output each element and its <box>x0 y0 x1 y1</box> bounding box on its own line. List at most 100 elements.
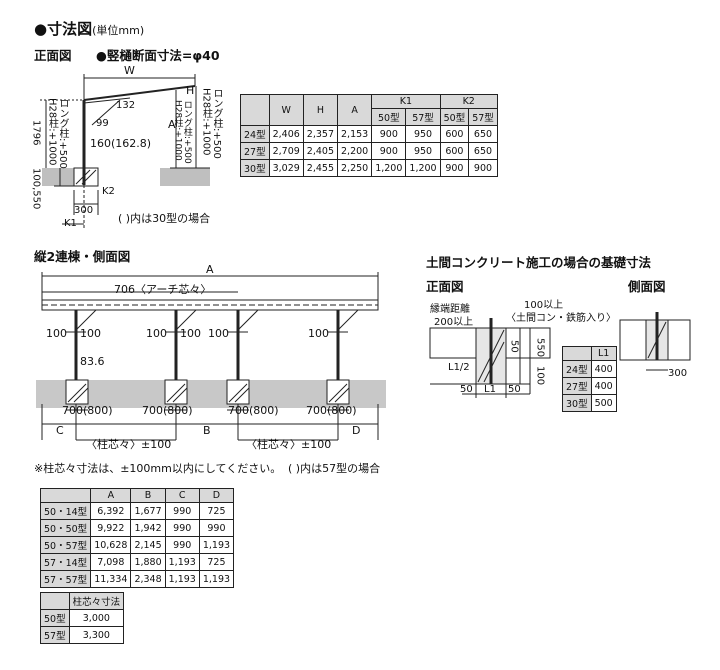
dim-100: 100 <box>80 327 101 340</box>
th-empty <box>562 346 592 361</box>
cell: 1,200 <box>405 159 441 177</box>
cell: 990 <box>164 536 200 554</box>
cell: 400 <box>590 377 617 395</box>
left-pillar-note: ロング柱:+500 H28柱:+1000 <box>46 98 69 169</box>
cell: 725 <box>198 553 235 571</box>
cell: 3,029 <box>268 159 304 177</box>
ground-right <box>160 168 210 186</box>
cell: 9,922 <box>90 519 132 537</box>
foundation-block <box>73 167 99 187</box>
cell: 57・14型 <box>39 553 92 571</box>
dim-50b: 50 <box>460 384 473 395</box>
cell: 725 <box>198 502 235 520</box>
cell: 11,334 <box>90 570 132 588</box>
dim-A: A <box>168 118 176 131</box>
th-sub: 50型 <box>371 108 407 126</box>
dim-H: H <box>186 84 195 97</box>
dim-700: 700(800) <box>62 404 113 417</box>
page-title: ●寸法図(単位mm) <box>34 18 144 39</box>
foundation-side-label: 側面図 <box>628 279 666 294</box>
dim-K1: K1 <box>64 218 77 229</box>
th-B: B <box>130 488 166 503</box>
th-empty <box>39 488 92 503</box>
cell: 1,193 <box>198 536 235 554</box>
cell: 990 <box>164 502 200 520</box>
pitch-note: ※柱芯々寸法は、±100mm以内にしてください。 <box>34 462 282 475</box>
pitch-dim-1: 〈柱芯々〉±100 <box>86 438 172 451</box>
dim-50: 50 <box>508 340 520 353</box>
cell: 50型 <box>40 609 70 627</box>
cell: 1,880 <box>130 553 166 571</box>
cell: 27型 <box>562 377 592 395</box>
dim-50c: 50 <box>508 384 521 395</box>
th-L1: L1 <box>590 346 617 361</box>
edge-distance: 縁端距離 <box>430 304 470 315</box>
cell: 24型 <box>562 360 592 378</box>
cell: 1,677 <box>130 502 166 520</box>
foundation-title: 土間コンクリート施工の場合の基礎寸法 <box>426 255 652 270</box>
dim-W: W <box>124 64 135 77</box>
cell: 1,193 <box>164 553 200 571</box>
note-30: ( )内は30型の場合 <box>118 212 211 225</box>
cell: 57・57型 <box>39 570 92 588</box>
dim-1796: 1796 <box>30 120 42 146</box>
edge-min: 200以上 <box>434 317 474 328</box>
cell: 900 <box>439 159 470 177</box>
side-view-label: 縦2連棟・側面図 <box>34 249 131 264</box>
cell: 50・14型 <box>39 502 92 520</box>
pillar-section-note: ●竪樋断面寸法=φ40 <box>96 48 220 63</box>
side-dim-A: A <box>206 263 214 276</box>
cell: 500 <box>590 394 617 412</box>
th-C: C <box>164 488 200 503</box>
dim-100-550: 100,550 <box>30 168 42 210</box>
cell: 6,392 <box>90 502 132 520</box>
brace <box>91 99 121 126</box>
cell: 1,200 <box>371 159 407 177</box>
cell: 1,193 <box>198 570 235 588</box>
min100-note: 〈土間コン・鉄筋入り〉 <box>506 313 616 324</box>
cell: 57型 <box>40 626 70 644</box>
cell: 50・57型 <box>39 536 92 554</box>
dim-160: 160(162.8) <box>90 137 152 150</box>
cell: 990 <box>164 519 200 537</box>
roof <box>83 85 196 101</box>
dim-100: 100 <box>46 327 67 340</box>
mid-pillar-note: ロング柱:+500 H28柱:+1000 <box>172 100 192 164</box>
cell: 24型 <box>240 125 270 143</box>
cell: 27型 <box>240 142 270 160</box>
title-text: ●寸法図 <box>34 20 93 38</box>
dim-550: 550 <box>534 338 546 358</box>
dim-100: 100 <box>534 366 546 386</box>
dim-C: C <box>56 424 64 437</box>
cell: 1,942 <box>130 519 166 537</box>
dim-K2: K2 <box>102 186 115 197</box>
dim-700: 700(800) <box>142 404 193 417</box>
th-empty <box>240 94 270 126</box>
dim-99: 99 <box>96 118 109 129</box>
cell: 400 <box>590 360 617 378</box>
arch-dim: 706〈アーチ芯々〉 <box>114 283 212 296</box>
th-empty <box>40 592 70 610</box>
cell: 50・50型 <box>39 519 92 537</box>
dim-132: 132 <box>116 100 136 111</box>
th-A: A <box>336 94 373 126</box>
cell: 1,193 <box>164 570 200 588</box>
th-W: W <box>268 94 304 126</box>
dim-L1: L1 <box>484 384 496 395</box>
note-57: ( )内は57型の場合 <box>288 462 381 475</box>
cell: 900 <box>468 159 498 177</box>
dim-100: 100 <box>180 327 201 340</box>
th-K2: K2 <box>439 94 498 109</box>
cell: 30型 <box>562 394 592 412</box>
cell: 3,000 <box>68 609 125 627</box>
